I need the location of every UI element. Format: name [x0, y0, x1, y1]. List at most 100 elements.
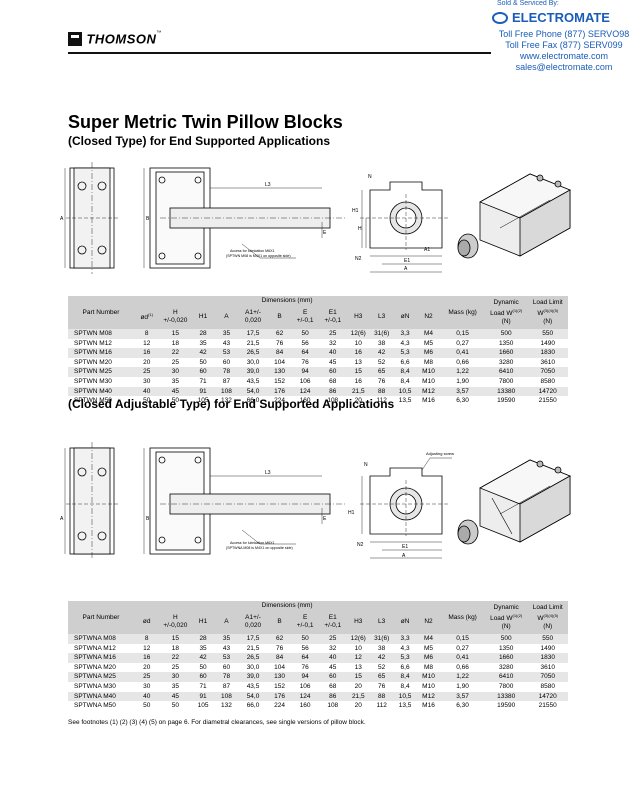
- contact-phone: Toll Free Phone (877) SERVO98: [498, 29, 630, 39]
- isometric-view-2: [457, 459, 571, 545]
- table-cell: 21,5: [246, 339, 260, 347]
- t1-dim-header: H1: [191, 305, 215, 329]
- t2-dim-header: E1+/-0,1: [318, 610, 347, 634]
- table-cell: 32: [329, 644, 337, 652]
- table-cell: 30: [143, 377, 151, 385]
- t2-dim-header: L3: [369, 610, 394, 634]
- table-cell: 30: [143, 682, 151, 690]
- table-cell: 91: [191, 691, 215, 702]
- drw2-label-a-end: A: [402, 553, 406, 559]
- table-cell: 50: [291, 329, 319, 339]
- table-cell: 28: [191, 634, 215, 644]
- table-cell: 43,5: [246, 377, 260, 385]
- section2-subtitle: (Closed Adjustable Type) for End Support…: [68, 397, 395, 411]
- drw1-label-a: A: [60, 216, 64, 222]
- table-cell: 52: [378, 358, 386, 366]
- table-cell: 10: [354, 644, 362, 652]
- contact-website[interactable]: www.electromate.com: [519, 51, 609, 61]
- table-cell: 21,5: [346, 691, 370, 702]
- table-cell: 1,22: [440, 672, 485, 682]
- table-cell: 42: [369, 653, 394, 663]
- table-cell: 104: [274, 663, 286, 671]
- part-number-cell: SPTWNA M25: [68, 672, 134, 682]
- table-cell: 12(6): [346, 634, 370, 644]
- table-cell: 71: [199, 682, 207, 690]
- table-cell: 62: [267, 329, 292, 339]
- header-rule: [68, 52, 491, 54]
- table-cell: 56: [301, 644, 309, 652]
- table-cell: 1350: [498, 644, 514, 652]
- electromate-swirl-icon: [492, 11, 508, 24]
- table-cell: 31(6): [369, 329, 394, 339]
- table-cell: 22: [159, 348, 192, 358]
- t1-dim-header: N2: [416, 305, 441, 329]
- table-cell: 1490: [540, 339, 555, 347]
- part-number-cell: SPTWN M08: [68, 329, 134, 339]
- table-cell: 0,41: [440, 653, 485, 663]
- table-cell: 39,0: [238, 367, 268, 377]
- table-cell: 50: [143, 702, 151, 710]
- table-cell: 152: [274, 682, 286, 690]
- table-cell: 3280: [498, 358, 514, 366]
- t1-dim-header: H+/-0,020: [159, 305, 192, 329]
- drw2-label-a: A: [60, 516, 64, 522]
- table-cell: 40: [318, 653, 347, 663]
- table-cell: 25: [318, 634, 347, 644]
- table-cell: 152: [274, 377, 286, 385]
- table-cell: 42: [191, 348, 215, 358]
- table-cell: 12: [143, 644, 151, 652]
- table-cell: 4,3: [400, 339, 410, 347]
- drw2-access-note: (SPTWNA M08 is M4X1 on opposite side): [226, 546, 293, 550]
- table-cell: 35: [171, 682, 180, 690]
- part-number-cell: SPTWN M30: [74, 377, 112, 385]
- table-cell: 106: [299, 682, 311, 690]
- drw1-access-note: (SPTWN M08 is M4X1 on opposite side): [226, 254, 291, 258]
- table-cell: 1660: [484, 348, 528, 358]
- table-cell: 112: [376, 397, 387, 405]
- table-cell: 25: [133, 672, 160, 682]
- end-view-2: [360, 457, 452, 559]
- closed-type-spec-table: Part Number Dimensions (mm) Mass (kg) Dy…: [68, 296, 568, 406]
- contact-email[interactable]: sales@electromate.com: [515, 62, 613, 72]
- drw1-label-e: E: [323, 230, 327, 236]
- drw2-access: Access for lubrication M6X1: [230, 541, 275, 545]
- table-cell: 8,4: [400, 377, 410, 385]
- table-cell: 13380: [484, 386, 528, 397]
- table-cell: 30: [159, 672, 192, 682]
- table-cell: 35: [171, 377, 180, 385]
- table-cell: 105: [197, 702, 209, 710]
- table-cell: 108: [327, 397, 339, 405]
- table-cell: 68: [329, 377, 337, 385]
- table-cell: 6,6: [400, 663, 410, 671]
- part-number-cell: SPTWNA M16: [68, 653, 134, 663]
- table-cell: 87: [222, 377, 231, 385]
- table-cell: M12: [416, 386, 441, 397]
- table-cell: 30: [159, 367, 192, 377]
- table-cell: 1490: [540, 644, 555, 652]
- part-number-cell: SPTWNA M12: [74, 644, 116, 652]
- table-cell: 50: [171, 397, 180, 405]
- table-cell: 60: [222, 663, 231, 671]
- table-cell: 7050: [527, 367, 568, 377]
- table-cell: 60: [318, 367, 347, 377]
- drw1-label-n: N: [368, 174, 372, 180]
- electromate-name: ELECTROMATE: [512, 10, 610, 26]
- t1-header-part: Part Number: [68, 296, 134, 329]
- table-cell: 1,22: [440, 367, 485, 377]
- table-cell: 31(6): [369, 634, 394, 644]
- table-cell: 6410: [484, 672, 528, 682]
- table-cell: 0,15: [440, 329, 485, 339]
- table-cell: 22: [159, 653, 192, 663]
- table-cell: 76: [275, 644, 284, 652]
- table-cell: 38: [378, 339, 386, 347]
